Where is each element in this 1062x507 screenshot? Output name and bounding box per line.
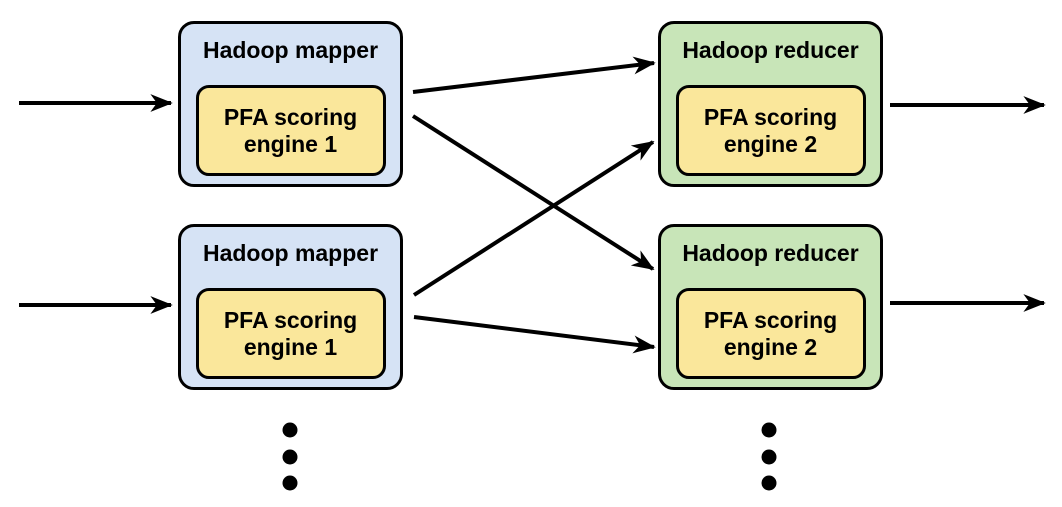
- node-title: Hadoop reducer: [682, 240, 859, 266]
- node-reducer-2: Hadoop reducer PFA scoring engine 2: [658, 224, 883, 390]
- pfa-scoring-engine-box: PFA scoring engine 1: [195, 85, 386, 176]
- node-reducer-1: Hadoop reducer PFA scoring engine 2: [658, 21, 883, 187]
- node-title: Hadoop mapper: [202, 240, 379, 266]
- edge-mapper-1-to-reducer-1: [412, 56, 656, 94]
- pfa-scoring-engine-box: PFA scoring engine 2: [675, 288, 866, 379]
- node-title: Hadoop mapper: [202, 37, 379, 63]
- node-mapper-1: Hadoop mapper PFA scoring engine 1: [178, 21, 403, 187]
- edge-mapper-1-to-reducer-2: [411, 114, 655, 271]
- node-mapper-2: Hadoop mapper PFA scoring engine 1: [178, 224, 403, 390]
- pfa-scoring-engine-box: PFA scoring engine 2: [675, 85, 866, 176]
- vertical-ellipsis-icon: [761, 422, 777, 491]
- node-title: Hadoop reducer: [682, 37, 859, 63]
- edge-mapper-2-to-reducer-1: [412, 140, 655, 297]
- edge-mapper-2-to-reducer-2: [413, 315, 656, 354]
- vertical-ellipsis-icon: [282, 422, 298, 491]
- pfa-scoring-engine-box: PFA scoring engine 1: [195, 288, 386, 379]
